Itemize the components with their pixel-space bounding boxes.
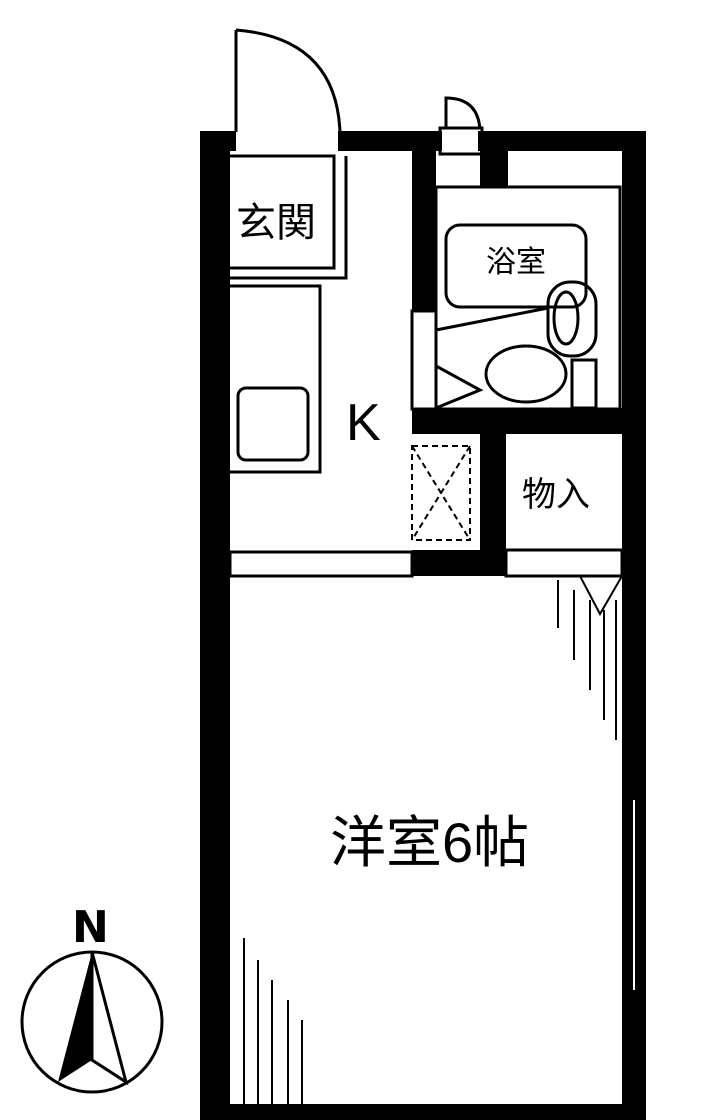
closet-door xyxy=(579,575,623,617)
compass-needle-outline xyxy=(90,951,129,1086)
entrance-area xyxy=(226,154,348,280)
western-room-label: 洋室6帖 xyxy=(330,811,529,874)
inner-walls xyxy=(412,151,624,576)
outer-walls xyxy=(200,131,646,1120)
north-compass xyxy=(20,950,164,1094)
bath-fixtures xyxy=(435,280,598,410)
kitchen-label: K xyxy=(346,394,381,452)
bath-door xyxy=(438,96,484,156)
north-label: N xyxy=(72,902,109,953)
closet-hatching xyxy=(557,580,617,740)
storage-label: 物入 xyxy=(522,475,590,515)
entrance-label: 玄関 xyxy=(236,200,316,246)
appliance-space xyxy=(411,445,471,541)
entrance-door xyxy=(234,28,342,133)
compass-needle xyxy=(58,952,92,1082)
bathtub xyxy=(444,223,588,309)
window-hatching xyxy=(243,938,303,1104)
partition-lines xyxy=(228,185,624,578)
bath-label: 浴室 xyxy=(486,245,546,280)
kitchen-counter xyxy=(226,284,322,474)
